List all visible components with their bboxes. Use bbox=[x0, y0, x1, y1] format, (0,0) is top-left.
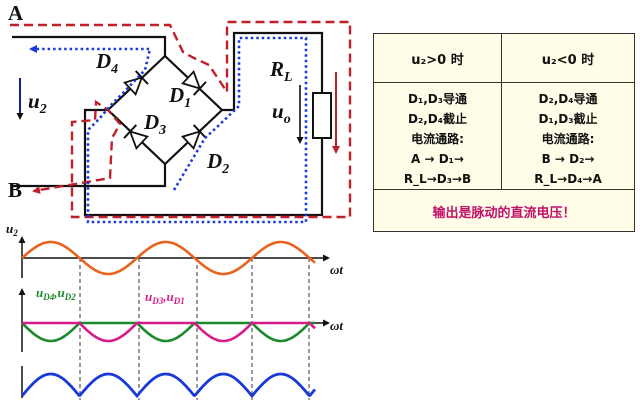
output-voltage-label: uo bbox=[272, 99, 291, 127]
waveform-u2-label: u2 bbox=[6, 221, 18, 238]
negative-line-2: D₁,D₃截止 bbox=[538, 112, 598, 126]
node-b-label: B bbox=[8, 178, 22, 202]
load-label: RL bbox=[269, 57, 293, 85]
label-ud4-ud2: uD4,uD2 bbox=[36, 285, 76, 302]
positive-line-5: R_L→D₃→B bbox=[403, 172, 472, 186]
output-rectified-wave bbox=[20, 372, 317, 399]
positive-line-4: A → D₁→ bbox=[411, 152, 464, 166]
positive-line-3: 电流通路: bbox=[411, 132, 464, 146]
diode-d1-label: D1 bbox=[168, 83, 191, 111]
diode-d2-symbol bbox=[181, 124, 207, 150]
diode-d2-label: D2 bbox=[206, 149, 229, 177]
conclusion-text: 输出是脉动的直流电压！ bbox=[374, 189, 634, 232]
diode-d3-label: D3 bbox=[143, 110, 166, 138]
header-positive-half: u₂>0 时 bbox=[374, 34, 502, 82]
node-a-label: A bbox=[8, 1, 24, 25]
negative-half-description: D₂,D₄导通 D₁,D₃截止 电流通路: B → D₂→ R_L→D₄→A bbox=[502, 82, 634, 189]
negative-line-4: B → D₂→ bbox=[541, 152, 595, 166]
axis-label-middle: ωt bbox=[330, 318, 343, 333]
negative-line-5: R_L→D₄→A bbox=[534, 172, 602, 186]
waveform-guides bbox=[79, 258, 310, 400]
axis-label-top: ωt bbox=[330, 262, 343, 277]
diode-d4-label: D4 bbox=[95, 49, 118, 77]
diode-d4-d2-voltage-wave bbox=[21, 321, 315, 343]
positive-current-path bbox=[10, 20, 352, 219]
input-voltage-label: u2 bbox=[28, 89, 47, 117]
positive-line-2: D₂,D₄截止 bbox=[408, 112, 467, 126]
negative-line-1: D₂,D₄导通 bbox=[538, 92, 598, 106]
negative-current-path bbox=[29, 36, 308, 224]
header-negative-half: u₂<0 时 bbox=[541, 52, 595, 68]
diode-d1-symbol bbox=[181, 70, 207, 96]
positive-half-description: D₁,D₃导通 D₂,D₄截止 电流通路: A → D₁→ R_L→D₃→B bbox=[374, 82, 502, 189]
diode-d3-symbol bbox=[123, 124, 149, 150]
negative-line-3: 电流通路: bbox=[541, 132, 595, 146]
diode-d4-symbol bbox=[123, 70, 149, 96]
diode-d3-d1-voltage-wave bbox=[22, 321, 316, 343]
positive-line-1: D₁,D₃导通 bbox=[408, 92, 467, 106]
input-sine-wave bbox=[21, 240, 316, 276]
load-resistor bbox=[312, 92, 332, 139]
conduction-table: u₂>0 时 u₂<0 时 D₁,D₃导通 D₂,D₄截止 电流通路: A → … bbox=[373, 33, 635, 232]
label-ud3-ud1: uD3,uD1 bbox=[145, 289, 185, 306]
